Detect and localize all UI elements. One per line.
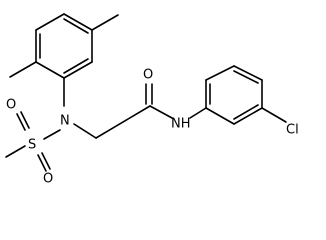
- ring-bond: [233, 107, 263, 125]
- chlorophenyl-ring: [205, 65, 263, 125]
- methyl-bond-top: [91, 14, 119, 31]
- methyl-bond-left: [9, 61, 37, 78]
- sulfonyl-double-bond-top: [20, 111, 30, 129]
- sulfur-methyl-bond: [5, 145, 26, 158]
- methylene-to-carbonyl-bond: [95, 105, 151, 139]
- atom-label-o-carbonyl: O: [143, 68, 153, 83]
- atom-label-o-bottom: O: [43, 172, 53, 187]
- ring-bond: [233, 65, 263, 81]
- ring-bond: [205, 107, 235, 125]
- molecule-structure-diagram: N S O O O NH Cl: [5, 13, 299, 187]
- ring-bond: [63, 18, 89, 34]
- ring-bond: [35, 13, 65, 31]
- ring-bond: [233, 104, 259, 120]
- sulfonyl-double-bond-top: [16, 113, 26, 131]
- atom-label-o-top: O: [6, 98, 16, 113]
- atom-label-n-amine: N: [60, 114, 70, 129]
- ring-to-chlorine-bond: [261, 107, 287, 123]
- atom-label-nh: NH: [171, 117, 191, 132]
- ring-bond: [63, 58, 89, 74]
- ring-bond: [205, 65, 235, 81]
- atom-label-cl: Cl: [286, 123, 299, 138]
- ring-bond: [63, 61, 93, 79]
- sulfonyl-double-bond-bottom: [37, 154, 47, 172]
- amide-nitrogen-to-ring-bond: [189, 107, 207, 119]
- nitrogen-to-methylene-bond: [73, 123, 97, 139]
- dimethylphenyl-ring: [35, 13, 93, 79]
- ring-bond: [35, 61, 65, 79]
- ring-bond: [63, 13, 93, 31]
- atom-label-s: S: [28, 138, 36, 153]
- sulfonyl-double-bond-bottom: [41, 152, 51, 170]
- ring-bond: [233, 70, 259, 84]
- nitrogen-to-sulfur-bond: [43, 129, 61, 140]
- carbonyl-to-amide-nitrogen-bond: [149, 105, 173, 119]
